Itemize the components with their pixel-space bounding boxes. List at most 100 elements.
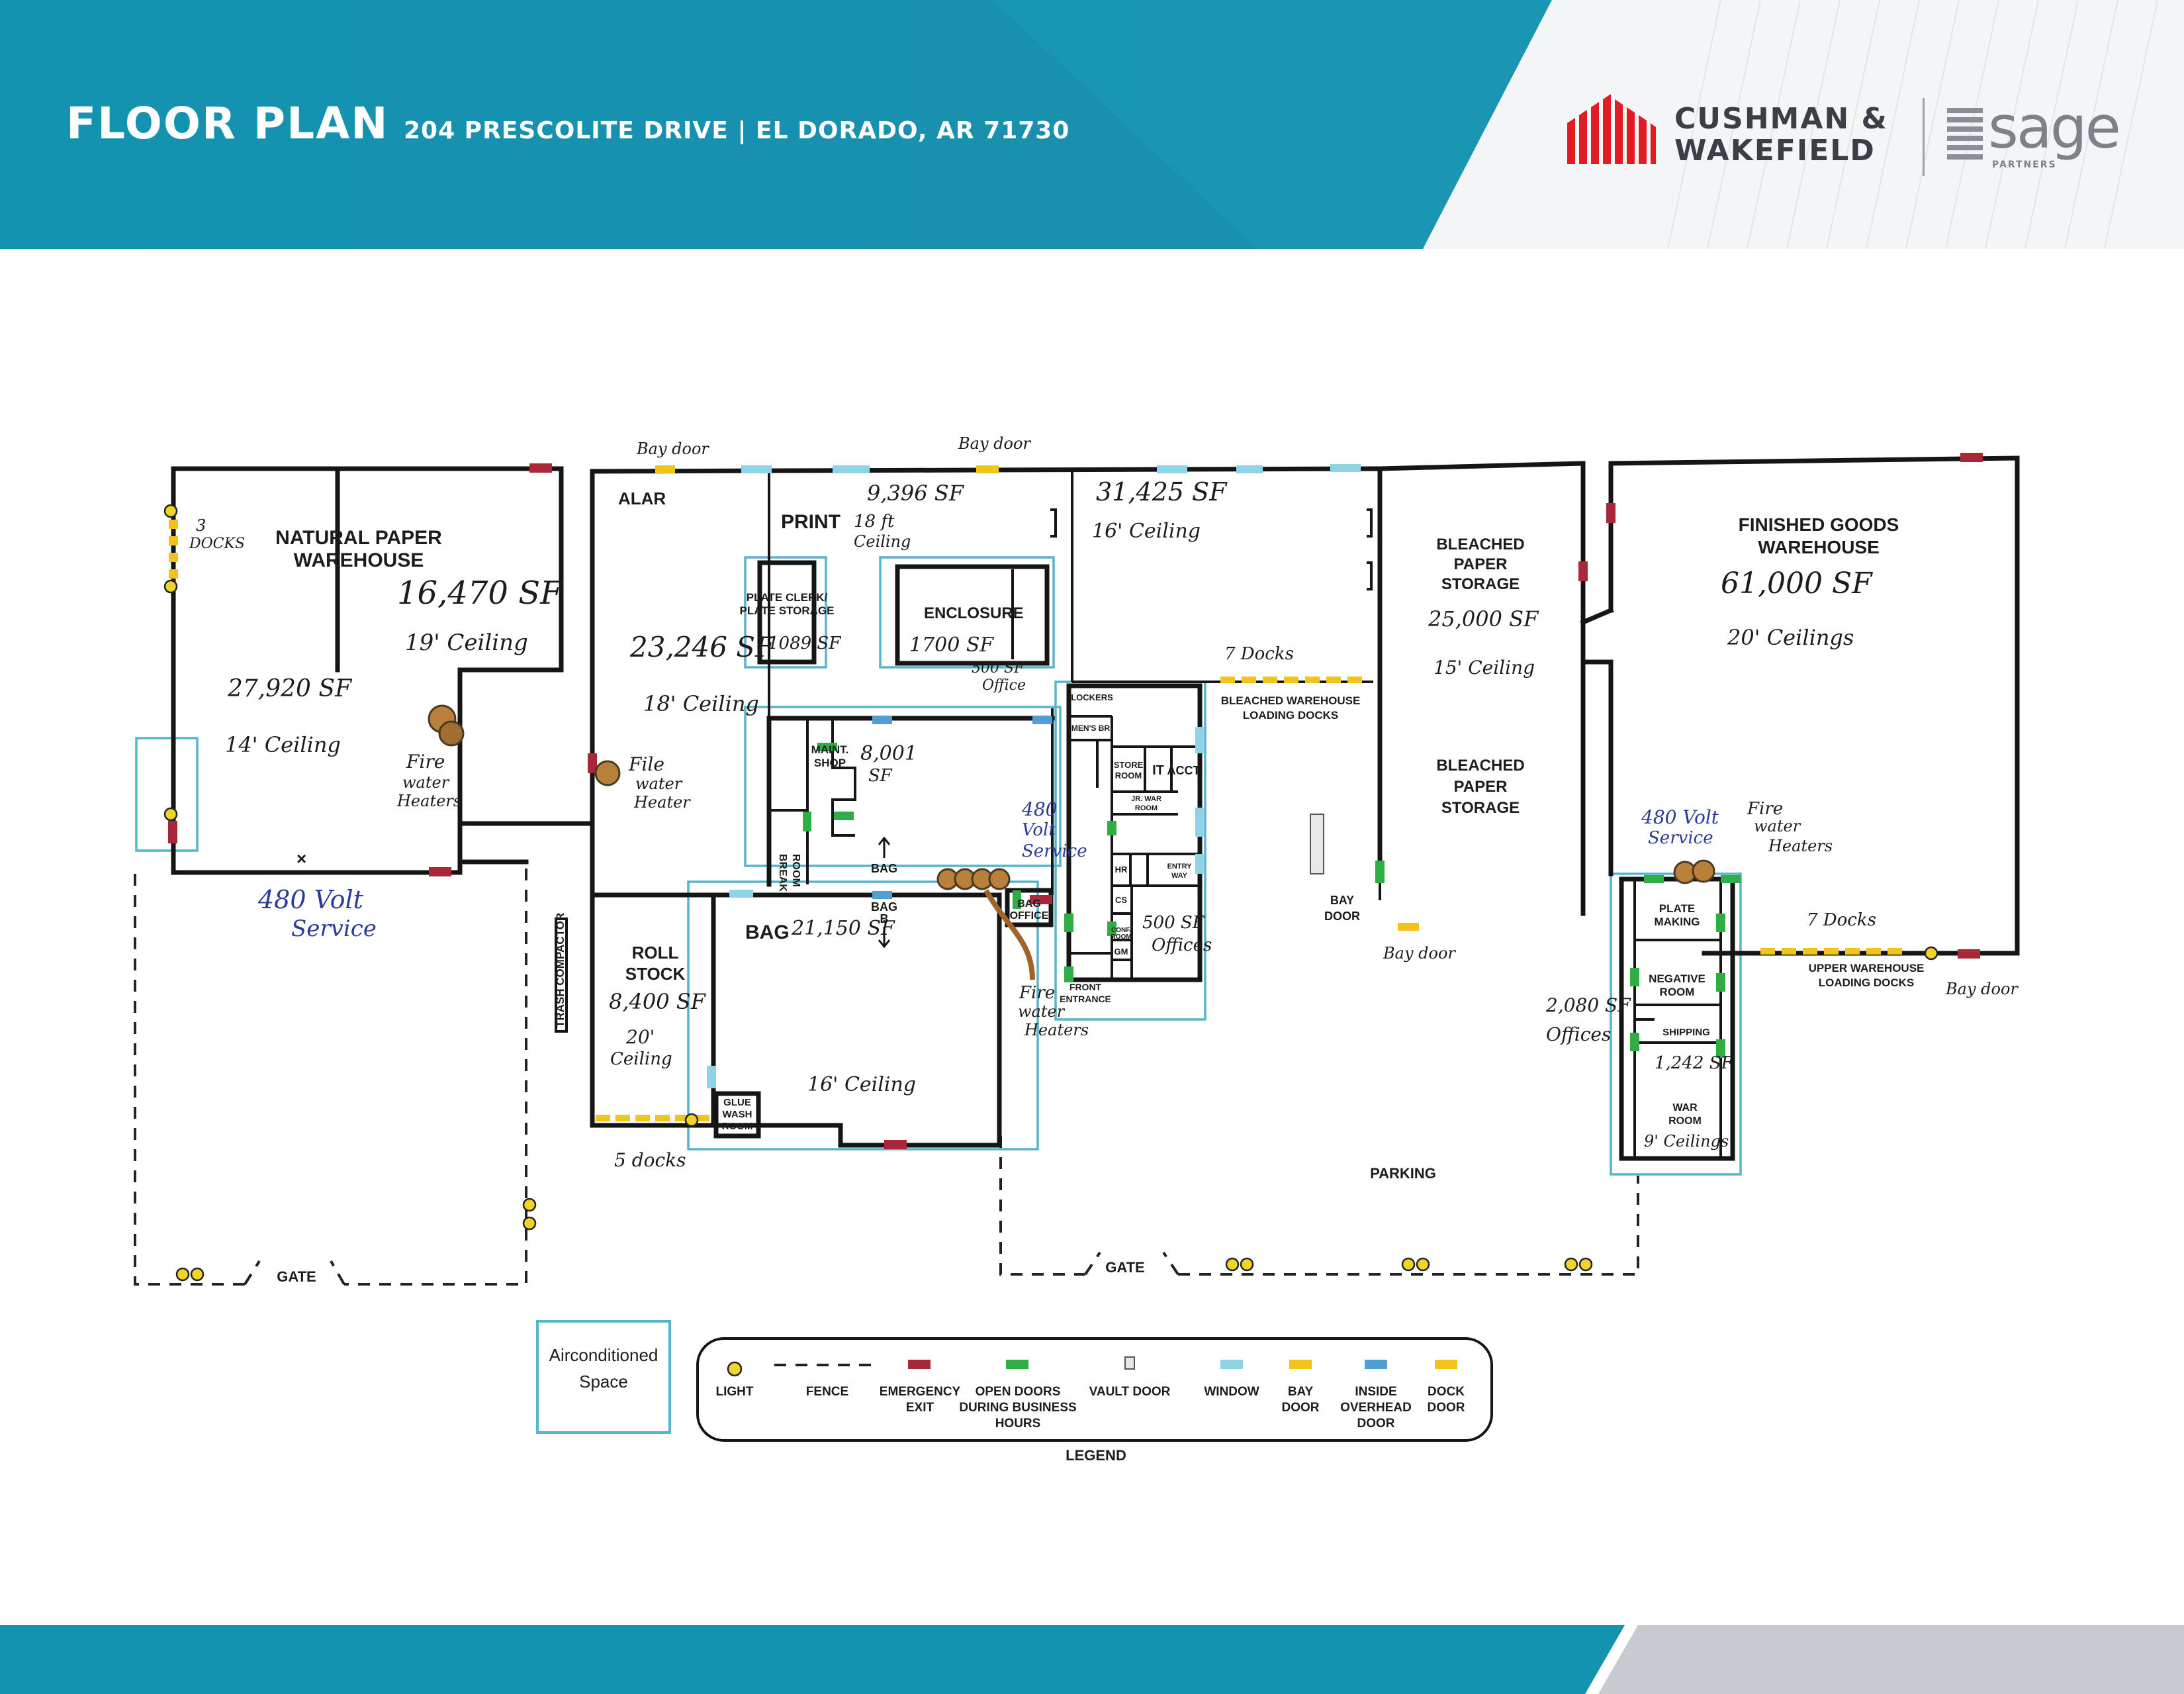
finished-ceiling: 20' Ceilings [1727,625,1854,650]
natural-paper-ceiling-2: 14' Ceiling [225,732,341,757]
legend-item-8-line-1: INSIDE [1355,1385,1396,1399]
bleached-docks-label-1: BLEACHED WAREHOUSE [1221,694,1361,707]
legend-item-9-line-2: DOOR [1428,1401,1465,1415]
legend-item-3-line-1: EMERGENCY [880,1385,961,1399]
legend-item-7-line-1: BAY [1288,1385,1314,1399]
bag-sf: 21,150 SF [791,917,895,940]
bleached-labels: 7 Docks BLEACHED WAREHOUSE LOADING DOCKS… [1221,536,1539,963]
enclosure-title: ENCLOSURE [924,604,1024,622]
natural-paper-labels: NATURAL PAPER WAREHOUSE 16,470 SF 19' Ce… [189,516,563,942]
plate-clerk-sf: 1089 SF [768,634,841,653]
legend-item-7-line-2: DOOR [1282,1401,1320,1415]
fences [134,869,1639,1286]
glue-3: ROOM [722,1121,753,1132]
shipping-room: SHIPPING [1662,1027,1710,1038]
bleached-docks: 7 Docks [1224,644,1294,664]
vault-door-icon [1310,814,1324,874]
trash-compactor: TRASH COMPACTOR [554,913,567,1027]
jr-war-2: ROOM [1135,804,1158,812]
page-footer [0,1625,2184,1694]
legend-item-5-line-1: VAULT DOOR [1089,1385,1171,1399]
fire-left-1: Fire [406,751,445,773]
plate-clerk-1: PLATE CLERK/ [747,591,828,604]
legend-item-4-line-1: OPEN DOORS [976,1385,1061,1399]
dock-doors [169,520,1902,1121]
page-title: FLOOR PLAN 204 PRESCOLITE DRIVE | EL DOR… [66,98,1069,149]
natural-paper-sf: 16,470 SF [397,575,563,612]
cushman-wakefield-logo: CUSHMAN & WAKEFIELD [1562,91,1906,171]
bag-title: BAG [745,921,790,943]
acct-room: ACCT. [1167,764,1203,777]
service-left-1: 480 Volt [257,885,364,914]
water-heater-icons [428,704,1715,980]
bag-b-1: BAG [871,900,897,914]
bag-ceiling: 16' Ceiling [807,1073,916,1096]
right-offices-sf: 2,080 SF [1545,994,1631,1016]
finished-docks-label-2: LOADING DOCKS [1819,976,1915,989]
alar-labels: ALAR 23,246 SF 18' Ceiling File water He… [618,434,1031,812]
bag-office-1: BAG [1017,898,1041,910]
bleached-ceiling: 15' Ceiling [1433,657,1535,679]
bag-office-2: OFFICE [1010,910,1049,921]
fire-right-1: Fire [1747,799,1783,819]
bleached-lower-1: BLEACHED [1436,757,1524,775]
finished-docks-label-1: UPPER WAREHOUSE [1809,962,1925,974]
office-block-labels: LOCKERS MEN'S BR STORE ROOM IT ACCT. JR.… [1060,692,1212,1004]
bleached-lower-2: PAPER [1454,778,1508,796]
legend-item-9-line-1: DOCK [1428,1385,1465,1399]
natural-docks-1: 3 [196,516,206,535]
legend-ac-1: Airconditioned [549,1345,659,1365]
plate-making-1: PLATE [1659,902,1695,915]
bleached-docks-label-2: LOADING DOCKS [1243,709,1339,722]
legend-item-8-line-2: OVERHEAD [1340,1401,1412,1415]
mens-br: MEN'S BR [1071,724,1111,733]
sage-partners-logo: sage PARTNERS [1946,93,2144,175]
logo-divider [1923,98,1925,176]
fire-center-2: water [1018,1002,1066,1021]
finished-labels: FINISHED GOODS WAREHOUSE 61,000 SF 20' C… [1641,514,2019,998]
floor-plan: NATURAL PAPER WAREHOUSE 16,470 SF 19' Ce… [134,434,2020,1464]
enclosure-office-2: Office [982,677,1026,694]
windows [707,464,1361,1088]
front-entrance-1: FRONT [1069,982,1102,992]
title-main: FLOOR PLAN [66,98,389,149]
break-room-2: ROOM [790,854,801,887]
maint-sf-2: SF [868,766,893,786]
bag-a: BAG [871,862,897,875]
maint-2: SHOP [814,757,846,769]
legend-title: LEGEND [1066,1447,1126,1464]
bay-door-top-1: Bay door [636,440,709,458]
bay-door-label-1: BAY [1330,894,1354,907]
maint-sf-1: 8,001 [860,742,917,765]
plate-clerk-2: PLATE STORAGE [740,604,835,617]
roll-stock-1: ROLL [632,943,679,963]
right-offices-label: Offices [1546,1023,1611,1045]
legend-window-icon [1220,1360,1243,1369]
fire-alar-1: File [628,753,664,775]
right-office-labels: PLATE MAKING NEGATIVE ROOM SHIPPING 1,24… [277,902,1733,1285]
finished-title-2: WAREHOUSE [1758,537,1880,557]
print-ceiling-2: Ceiling [854,532,911,551]
service-left-2: Service [291,916,377,942]
legend-bay-door-icon [1289,1360,1312,1369]
center-ceiling: 16' Ceiling [1092,520,1201,543]
legend-item-4-line-3: HOURS [995,1417,1041,1431]
it-room: IT [1152,763,1164,778]
cushman-wakefield-mark-icon [1567,94,1656,164]
enclosure-office-1: 500 SF [972,660,1024,677]
parking-label: PARKING [1370,1165,1436,1182]
cw-line-1: CUSHMAN & [1674,102,1888,136]
legend-item-6-line-1: WINDOW [1204,1385,1259,1399]
bleached-upper-2: PAPER [1454,555,1508,573]
entry-way-2: WAY [1171,872,1188,880]
negative-room-1: NEGATIVE [1649,972,1706,985]
sage-word: sage [1988,93,2121,162]
roll-stock-docks: 5 docks [614,1149,686,1171]
alar-ceiling: 18' Ceiling [643,691,759,716]
sage-building-icon [1947,108,1983,160]
roll-stock-2: STOCK [625,964,686,984]
ac-zones [135,556,1742,1176]
lights [163,504,1938,1282]
x-mark-left: × [296,849,306,869]
